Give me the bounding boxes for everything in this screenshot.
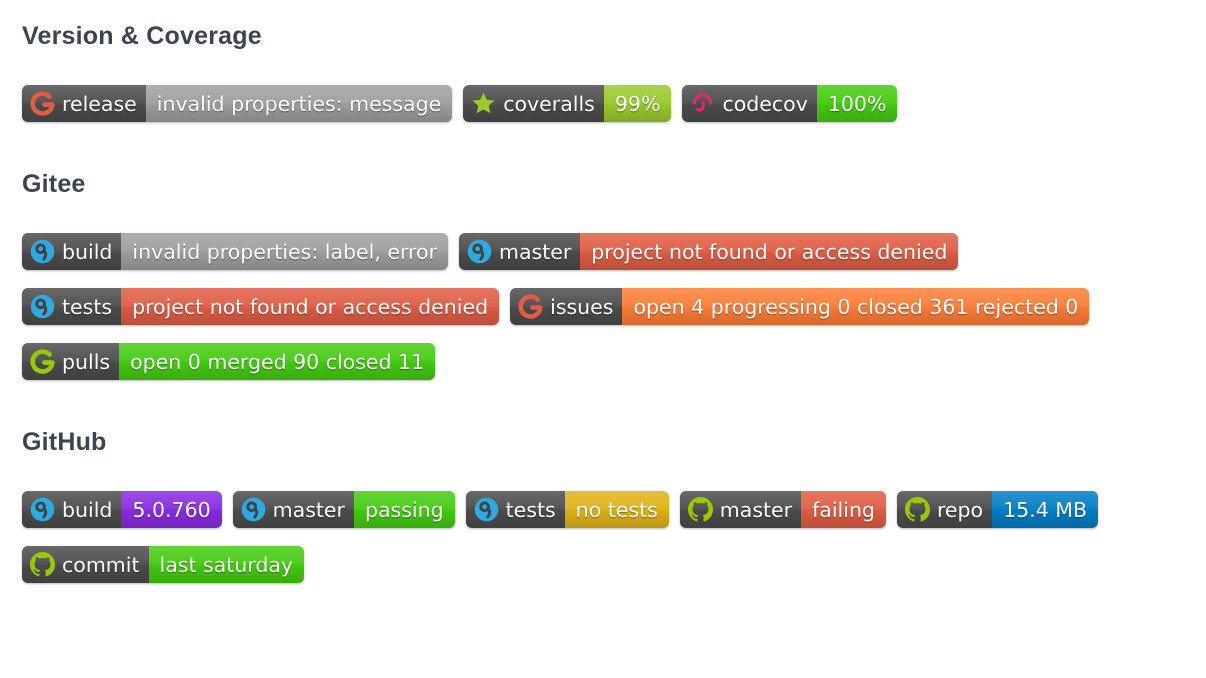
github-icon — [688, 497, 713, 522]
badge-label-segment: build — [22, 491, 122, 528]
gitee-icon — [518, 294, 543, 319]
badge-label: pulls — [62, 349, 111, 374]
badge-label-segment: repo — [896, 491, 993, 528]
badge-message: open 0 merged 90 closed 11 — [119, 343, 436, 380]
badge-github-tests[interactable]: tests no tests — [465, 491, 669, 528]
badge-message: passing — [353, 491, 455, 528]
section-title: Version & Coverage — [22, 22, 262, 50]
appveyor-icon — [30, 294, 55, 319]
badge-gitee-master[interactable]: master project not found or access denie… — [459, 233, 959, 270]
gitee-icon — [30, 91, 55, 116]
badge-label-segment: master — [679, 491, 802, 528]
badge-github-build[interactable]: build 5.0.760 — [22, 491, 222, 528]
badge-gitee-issues[interactable]: issues open 4 progressing 0 closed 361 r… — [510, 288, 1090, 325]
badge-label-segment: issues — [510, 288, 623, 325]
badge-row: release invalid properties: message cove… — [22, 85, 1206, 122]
badge-message: 5.0.760 — [121, 491, 222, 528]
section-github: GitHub build 5.0.760 master passing test… — [22, 428, 1206, 583]
badge-message: 99% — [603, 85, 672, 122]
badge-gitee-build[interactable]: build invalid properties: label, error — [22, 233, 448, 270]
badge-label-segment: commit — [22, 546, 149, 583]
badge-label: issues — [550, 294, 614, 319]
badge-codecov[interactable]: codecov 100% — [682, 85, 898, 122]
badge-label-segment: coveralls — [463, 85, 604, 122]
badge-row: build invalid properties: label, error m… — [22, 233, 1206, 270]
badge-label-segment: master — [459, 233, 581, 270]
badge-row: pulls open 0 merged 90 closed 11 — [22, 343, 1206, 380]
badge-label: coveralls — [503, 91, 595, 116]
badge-message: 15.4 MB — [992, 491, 1099, 528]
badge-label-segment: master — [232, 491, 354, 528]
appveyor-icon — [30, 239, 55, 264]
badge-label-segment: tests — [465, 491, 565, 528]
badge-label-segment: codecov — [682, 85, 817, 122]
badge-message: failing — [801, 491, 886, 528]
badge-label: tests — [62, 294, 113, 319]
badge-label: build — [62, 239, 113, 264]
badge-gitee-pulls[interactable]: pulls open 0 merged 90 closed 11 — [22, 343, 436, 380]
badge-label-segment: pulls — [22, 343, 120, 380]
badge-github-commit[interactable]: commit last saturday — [22, 546, 305, 583]
badge-row: build 5.0.760 master passing tests no te… — [22, 491, 1206, 528]
appveyor-icon — [241, 497, 266, 522]
badge-label: master — [499, 239, 572, 264]
appveyor-icon — [30, 497, 55, 522]
badge-message: project not found or access denied — [121, 288, 500, 325]
badge-github-master-ci[interactable]: master failing — [679, 491, 886, 528]
badge-label: build — [62, 497, 113, 522]
appveyor-icon — [474, 497, 499, 522]
badge-label: tests — [505, 497, 556, 522]
badge-label-segment: release — [22, 85, 146, 122]
badge-label: master — [719, 497, 793, 522]
github-icon — [905, 497, 930, 522]
badge-message: invalid properties: label, error — [121, 233, 448, 270]
section-gitee: Gitee build invalid properties: label, e… — [22, 170, 1206, 380]
gitee-icon — [30, 349, 55, 374]
badge-message: project not found or access denied — [580, 233, 959, 270]
badge-row: commit last saturday — [22, 546, 1206, 583]
section-title: GitHub — [22, 428, 107, 456]
section-version-coverage: Version & Coverage release invalid prope… — [22, 22, 1206, 122]
badge-label: release — [62, 91, 137, 116]
section-title: Gitee — [22, 170, 86, 198]
badge-message: no tests — [564, 491, 669, 528]
badge-github-repo[interactable]: repo 15.4 MB — [896, 491, 1099, 528]
github-icon — [30, 552, 55, 577]
badge-label: commit — [62, 552, 140, 577]
badge-message: last saturday — [148, 546, 305, 583]
badge-label: repo — [936, 497, 984, 522]
star-icon — [471, 91, 496, 116]
badge-message: 100% — [816, 85, 898, 122]
badge-message: invalid properties: message — [145, 85, 453, 122]
badge-label-segment: build — [22, 233, 122, 270]
badge-label: master — [272, 497, 345, 522]
codecov-icon — [690, 91, 715, 116]
badge-coveralls[interactable]: coveralls 99% — [463, 85, 672, 122]
appveyor-icon — [467, 239, 492, 264]
badge-label-segment: tests — [22, 288, 122, 325]
badge-github-master[interactable]: master passing — [232, 491, 455, 528]
badge-row: tests project not found or access denied… — [22, 288, 1206, 325]
badge-gitee-tests[interactable]: tests project not found or access denied — [22, 288, 500, 325]
badge-label: codecov — [722, 91, 808, 116]
badge-message: open 4 progressing 0 closed 361 rejected… — [622, 288, 1090, 325]
badge-release[interactable]: release invalid properties: message — [22, 85, 453, 122]
